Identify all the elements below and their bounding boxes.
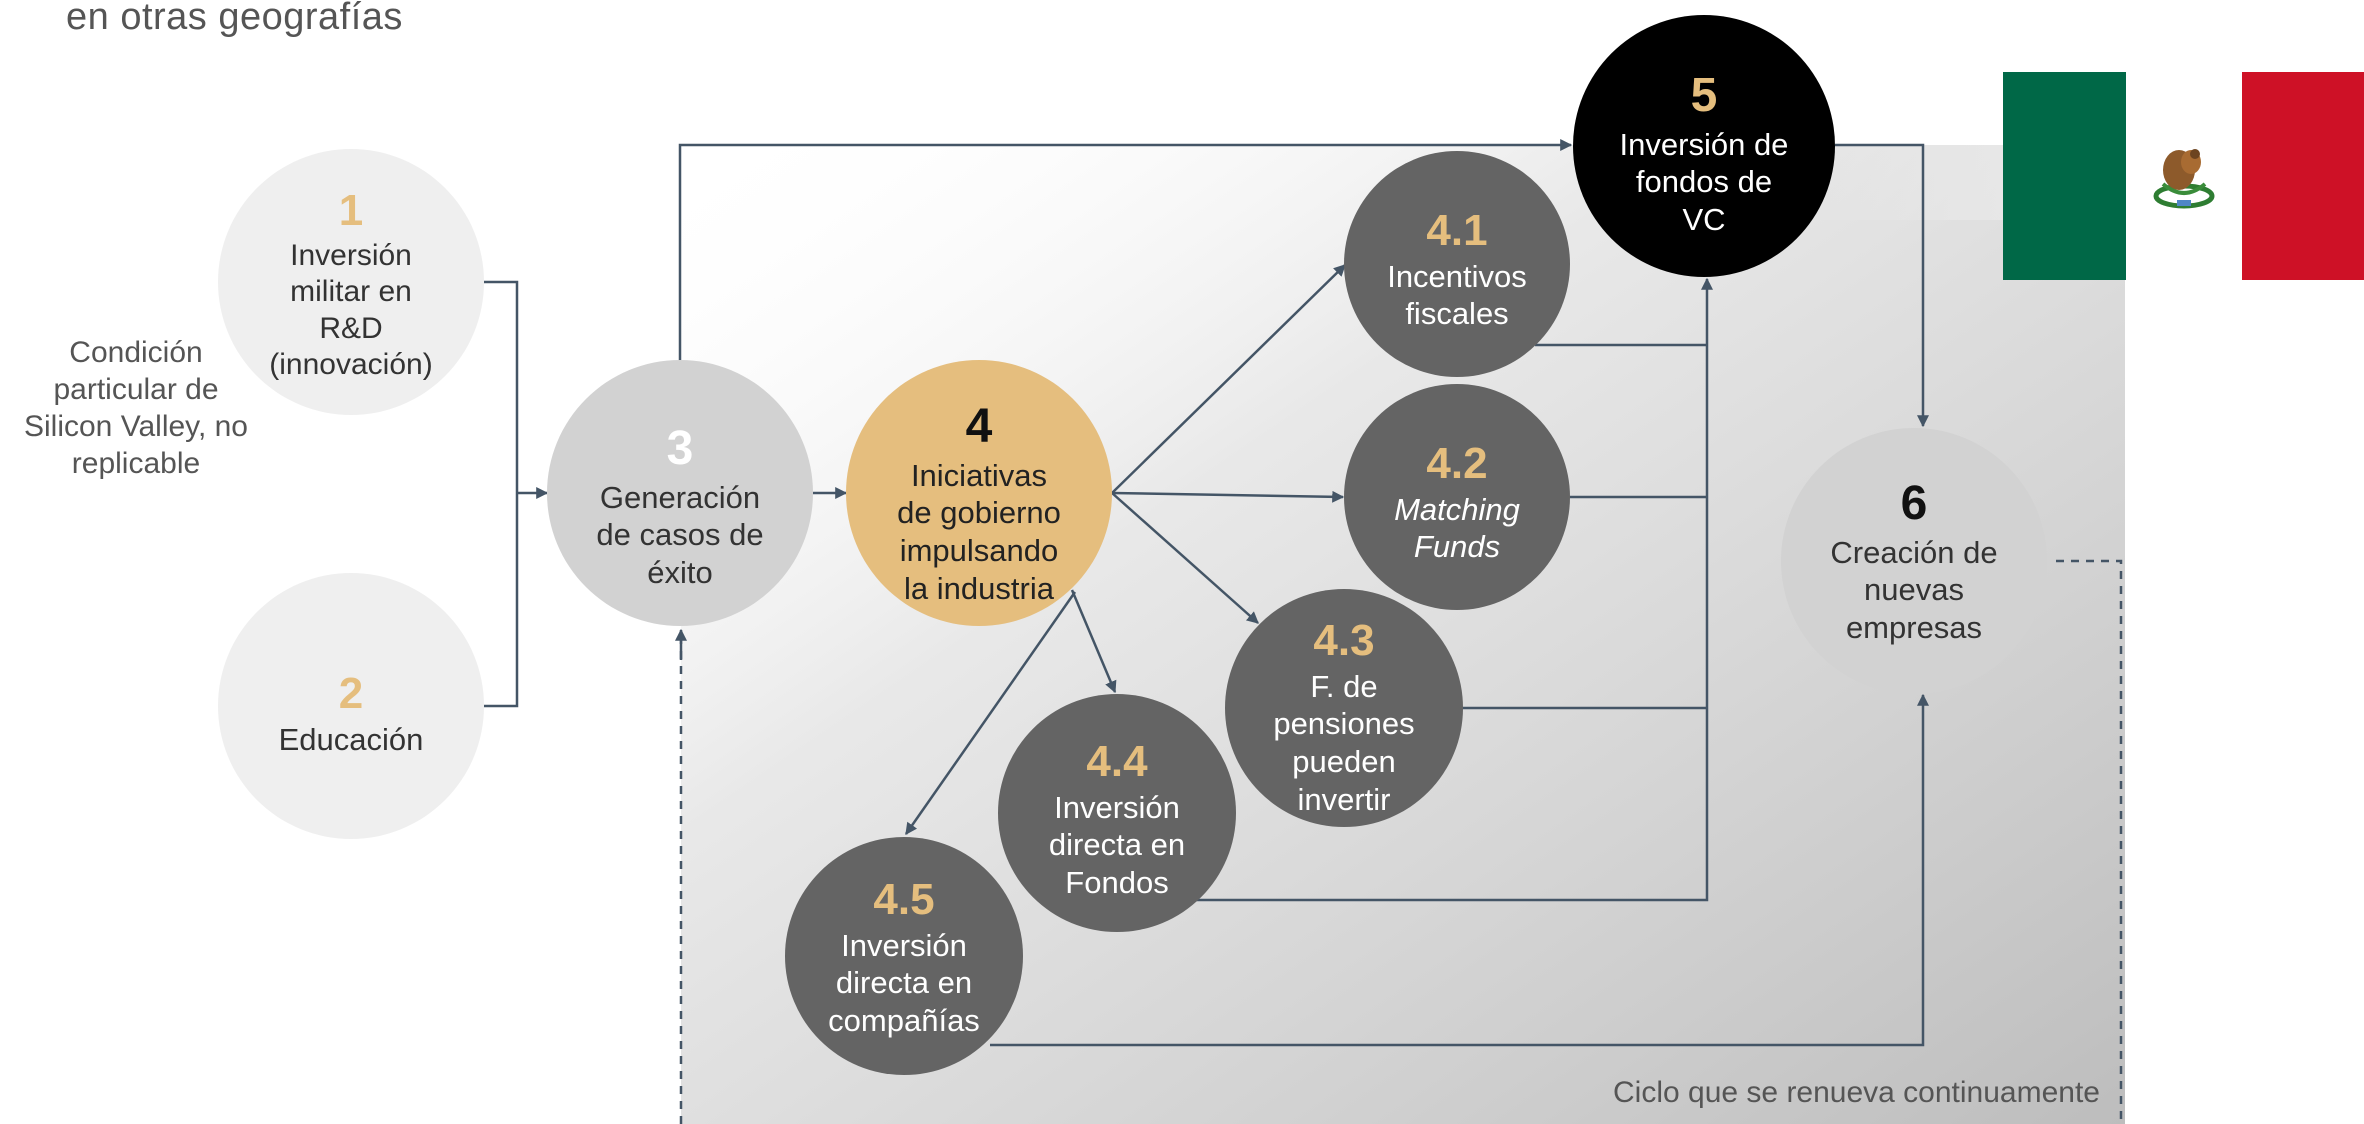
condition-line: replicable <box>71 447 201 480</box>
node-circle-n45 <box>785 837 1023 1075</box>
node-6-label-line: empresas <box>1845 610 1983 646</box>
node-4-label-line: impulsando <box>899 533 1059 569</box>
node-5-label-line: Inversión de <box>1619 126 1789 162</box>
node-5-label-line: VC <box>1682 202 1726 238</box>
node-4-3-label-line: F. de <box>1310 668 1378 704</box>
node-circle-n4 <box>846 360 1112 626</box>
node-5-text: 5 Inversión de fondos de VC <box>1583 67 1825 239</box>
condition-line: Condición <box>69 336 203 369</box>
node-4-2-number: 4.2 <box>1426 439 1488 488</box>
node-3-label-line: éxito <box>647 555 713 591</box>
edge-4-4-5 <box>904 591 1077 835</box>
node-circle-n5 <box>1573 15 1835 277</box>
node-4-4-label-line: Fondos <box>1065 865 1169 901</box>
node-1-label-line: Inversión <box>290 238 412 272</box>
node-circle-n41 <box>1344 151 1570 377</box>
page-subtitle: en otras geografías <box>66 0 403 38</box>
condition-line: Silicon Valley, no <box>23 410 248 443</box>
node-circle-n6 <box>1781 428 2047 694</box>
node-4-1-number: 4.1 <box>1426 206 1488 255</box>
node-3-number: 3 <box>666 422 694 475</box>
node-4-number: 4 <box>965 400 993 453</box>
flag-green-stripe <box>2003 72 2126 280</box>
node-4-2-label-line: Matching <box>1394 491 1520 527</box>
cycle-label: Ciclo que se renueva continuamente <box>1613 1076 2100 1109</box>
node-circle-n1 <box>218 149 484 415</box>
node-4-1-label-line: Incentivos <box>1387 258 1527 294</box>
node-circle-n42 <box>1344 384 1570 610</box>
node-5-number: 5 <box>1690 69 1718 122</box>
edge-4-4-4 <box>1070 589 1117 694</box>
node-6-number: 6 <box>1900 477 1928 530</box>
node-4-4-label-line: directa en <box>1048 827 1186 863</box>
node-circle-n44 <box>998 694 1236 932</box>
node-6-label-line: Creación de <box>1830 534 1998 570</box>
node-4-5-label-line: directa en <box>835 965 973 1001</box>
node-3-label-line: Generación <box>599 479 761 515</box>
edge-6-3-dashed <box>679 559 2123 1124</box>
node-circle-n2 <box>218 573 484 839</box>
node-1-text: 1 Inversión militar en R&D (innovación) <box>220 184 482 384</box>
node-4-1-text: 4.1 Incentivos fiscales <box>1346 204 1568 333</box>
flag-shadow <box>1800 145 2010 220</box>
node-4-4-label-line: Inversión <box>1054 789 1180 825</box>
node-4-2-label-line: Funds <box>1413 529 1501 565</box>
node-4-5-text: 4.5 Inversión directa en compañías <box>793 873 1015 1040</box>
coat-of-arms-icon <box>2153 149 2215 209</box>
node-6-label-line: nuevas <box>1864 572 1964 608</box>
condition-line: particular de <box>53 373 219 406</box>
node-4-4-number: 4.4 <box>1086 737 1148 786</box>
node-4-5-label-line: Inversión <box>841 927 967 963</box>
node-4-5-number: 4.5 <box>873 875 935 924</box>
condition-note: Condición particular de Silicon Valley, … <box>0 334 272 482</box>
node-3-label-line: de casos de <box>596 517 764 553</box>
node-layer <box>218 15 2047 1075</box>
node-4-label-line: de gobierno <box>897 495 1061 531</box>
node-4-1-label-line: fiscales <box>1405 296 1509 332</box>
edge-1-2-bracket <box>484 280 519 708</box>
node-1-label-line: (innovación) <box>269 348 433 382</box>
edge-4-5-6 <box>990 693 1929 1047</box>
node-6-text: 6 Creación de nuevas empresas <box>1793 475 2035 647</box>
edge-4-4-1 <box>1111 264 1346 494</box>
edge-4-4-3 <box>1111 492 1259 624</box>
node-4-2-text: 4.2 Matching Funds <box>1346 437 1568 566</box>
node-1-number: 1 <box>338 186 364 235</box>
node-4-3-label-line: pueden <box>1292 744 1396 780</box>
node-4-label-line: la industria <box>904 570 1054 606</box>
node-circle-n43 <box>1225 589 1463 827</box>
node-5-label-line: fondos de <box>1635 164 1773 200</box>
mexico-flag <box>2003 72 2364 280</box>
node-4-label-line: Iniciativas <box>910 457 1048 493</box>
connector-layer <box>484 139 2123 1124</box>
edge-4-4-2 <box>1111 490 1345 503</box>
node-1-label-line: R&D <box>319 311 383 345</box>
node-1-label-line: militar en <box>290 275 412 309</box>
edge-3-5 <box>678 139 1573 360</box>
edge-5-6 <box>1835 143 1929 428</box>
node-4-4-text: 4.4 Inversión directa en Fondos <box>1006 735 1228 902</box>
edge-collector-5 <box>1195 277 1713 902</box>
node-4-5-label-line: compañías <box>828 1003 980 1039</box>
node-4-3-text: 4.3 F. de pensiones pueden invertir <box>1233 614 1455 819</box>
node-2-label-line: Educación <box>278 721 424 757</box>
node-4-3-label-line: invertir <box>1297 782 1391 818</box>
node-2-number: 2 <box>338 669 364 718</box>
node-circle-n3 <box>547 360 813 626</box>
node-4-3-number: 4.3 <box>1313 616 1375 665</box>
node-2-text: 2 Educación <box>220 667 482 758</box>
node-4-text: 4 Iniciativas de gobierno impulsando la … <box>848 398 1110 608</box>
node-3-text: 3 Generación de casos de éxito <box>549 420 811 592</box>
node-4-3-label-line: pensiones <box>1273 706 1415 742</box>
flag-red-stripe <box>2242 72 2364 280</box>
